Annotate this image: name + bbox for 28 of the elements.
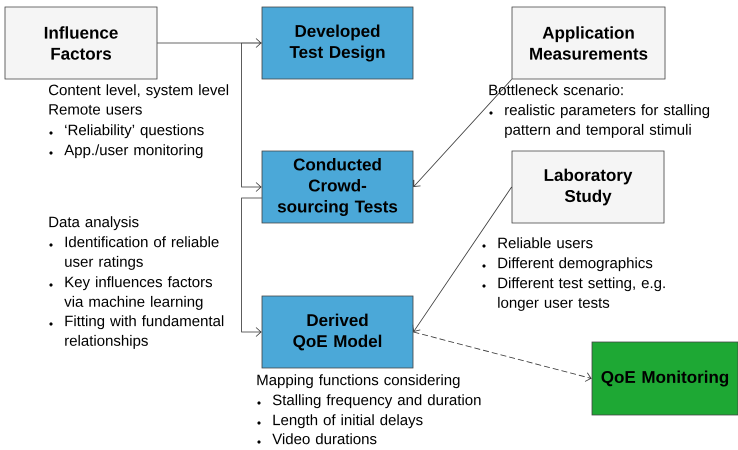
annotation-text: Length of initial delays xyxy=(273,414,423,428)
annotation-text: Video durations xyxy=(272,433,376,444)
annotation-text: Key influences factors via machine learning xyxy=(64,276,212,310)
process-box: Laboratory Study xyxy=(512,150,664,224)
annotation-text: Data analysis xyxy=(49,216,138,230)
annotation-text: Reliable users xyxy=(498,237,592,248)
arrow xyxy=(412,186,512,332)
arrow xyxy=(413,332,592,382)
annotation-text: ‘Reliability’ questions xyxy=(65,124,204,138)
arrow xyxy=(157,38,262,48)
annotation-text: Different demographics xyxy=(498,257,652,272)
annotation-text: Content level, system level xyxy=(48,84,228,98)
process-box: Application Measurements xyxy=(512,6,666,80)
process-box: Conducted Crowd-sourcing Tests xyxy=(262,150,414,224)
process-box: Derived QoE Model xyxy=(262,296,414,368)
arrow xyxy=(241,42,262,192)
annotation-text: Fitting with fundamental relationships xyxy=(65,315,224,349)
annotation-text: Stalling frequency and duration xyxy=(272,394,480,408)
arrow xyxy=(413,79,512,187)
arrow xyxy=(241,198,262,337)
annotation-text: Identification of reliable user ratings xyxy=(65,236,219,270)
annotation-text: Different test setting, e.g. longer user tests xyxy=(498,277,665,311)
process-box: Developed Test Design xyxy=(262,6,414,80)
process-box: Influence Factors xyxy=(4,6,158,80)
annotation-text: App./user monitoring xyxy=(64,144,202,158)
annotation-text: Remote users xyxy=(49,104,142,115)
process-box: QoE Monitoring xyxy=(592,342,738,416)
annotation-text: realistic parameters for stalling pattern and temporal stimuli xyxy=(505,104,710,138)
